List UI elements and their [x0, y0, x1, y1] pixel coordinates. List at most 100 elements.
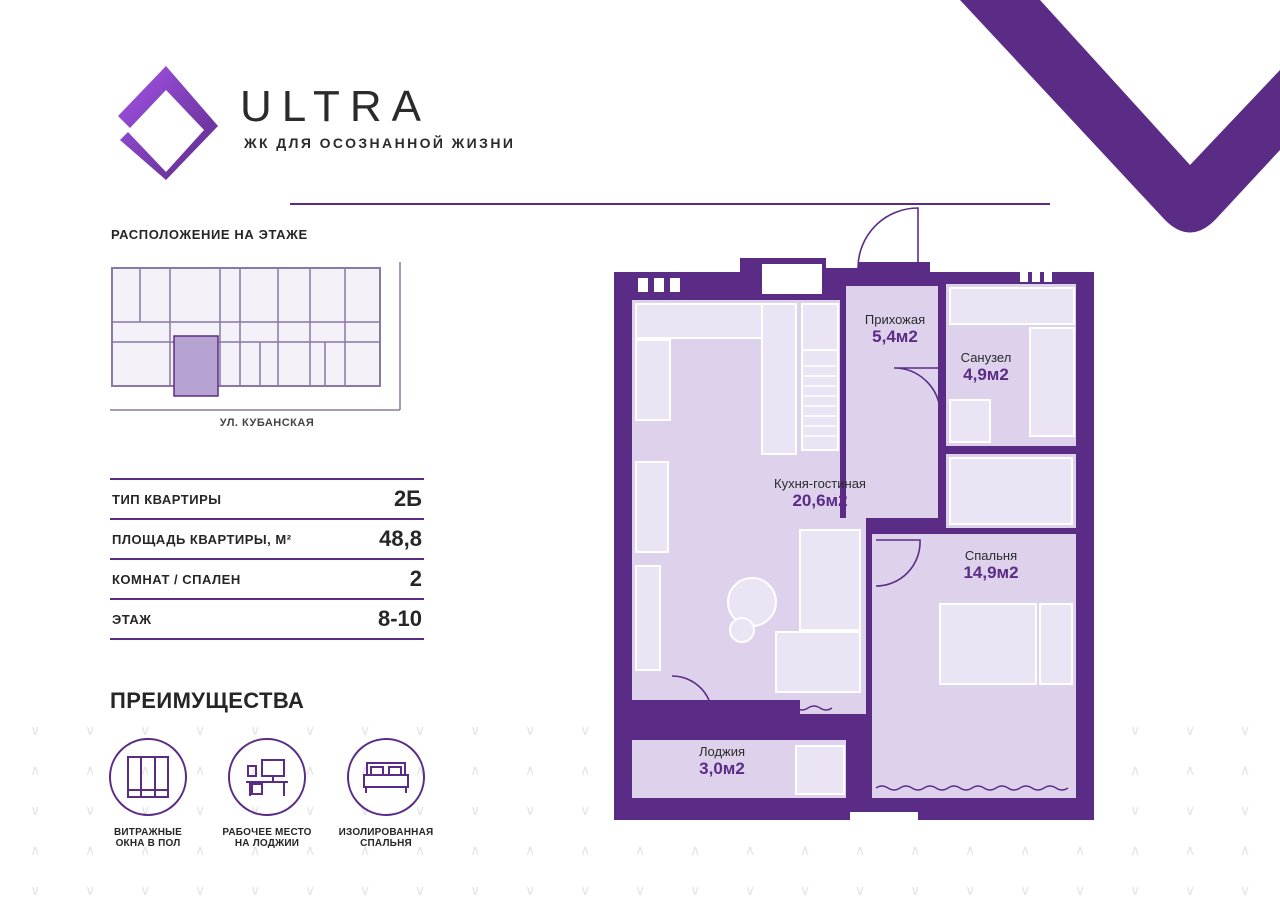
brand-name: ULTRA — [240, 82, 431, 131]
pattern-chevron: ∨ — [1185, 882, 1196, 898]
pattern-chevron: ∧ — [1130, 842, 1141, 858]
room-name: Санузел — [960, 350, 1012, 365]
pattern-chevron: ∨ — [85, 882, 96, 898]
pattern-chevron: ∨ — [1240, 722, 1251, 738]
pattern-chevron: ∨ — [195, 722, 206, 738]
pattern-chevron: ∨ — [1130, 722, 1141, 738]
pattern-chevron: ∧ — [745, 842, 756, 858]
pattern-chevron: ∧ — [415, 842, 426, 858]
spec-value: 2Б — [393, 486, 422, 511]
street-label: УЛ. КУБАНСКАЯ — [219, 417, 315, 429]
pattern-chevron: ∨ — [305, 802, 316, 818]
pattern-chevron: ∨ — [360, 882, 371, 898]
pattern-chevron: ∧ — [690, 842, 701, 858]
pattern-chevron: ∧ — [470, 762, 481, 778]
spec-label: ТИП КВАРТИРЫ — [112, 492, 222, 507]
room-area: 5,4м2 — [872, 327, 918, 346]
pattern-chevron: ∧ — [855, 842, 866, 858]
pattern-chevron: ∧ — [910, 842, 921, 858]
pattern-chevron: ∧ — [525, 762, 536, 778]
pattern-chevron: ∨ — [470, 802, 481, 818]
pattern-chevron: ∧ — [195, 842, 206, 858]
floor-plan-map — [110, 262, 424, 438]
pattern-chevron: ∧ — [580, 762, 591, 778]
pattern-chevron: ∨ — [1130, 802, 1141, 818]
pattern-chevron: ∧ — [965, 842, 976, 858]
brand-swoosh — [960, 0, 1280, 233]
advantage-label: ВИТРАЖНЫЕ — [113, 827, 183, 838]
advantage-label: НА ЛОДЖИИ — [234, 838, 300, 849]
pattern-chevron: ∨ — [1240, 802, 1251, 818]
advantage-label: РАБОЧЕЕ МЕСТО — [222, 827, 312, 838]
pattern-chevron: ∨ — [85, 722, 96, 738]
room-name: Лоджия — [698, 744, 746, 759]
room-name: Спальня — [964, 548, 1018, 563]
pattern-chevron: ∧ — [470, 842, 481, 858]
advantages-title: ПРЕИМУЩЕСТВА — [110, 688, 305, 713]
pattern-chevron: ∨ — [525, 802, 536, 818]
pattern-chevron: ∧ — [800, 842, 811, 858]
ultra-logo-icon — [118, 66, 218, 180]
pattern-chevron: ∧ — [250, 842, 261, 858]
pattern-chevron: ∧ — [195, 762, 206, 778]
pattern-chevron: ∨ — [305, 722, 316, 738]
room-label-kitchen: Кухня-гостиная 20,6м2 — [730, 476, 910, 511]
room-label-bathroom: Санузел 4,9м2 — [936, 350, 1036, 385]
pattern-chevron: ∧ — [1020, 842, 1031, 858]
pattern-chevron: ∨ — [525, 722, 536, 738]
spec-value: 48,8 — [379, 526, 422, 551]
pattern-chevron: ∧ — [1185, 842, 1196, 858]
room-area: 3,0м2 — [699, 759, 745, 778]
workplace-icon — [228, 738, 306, 816]
pattern-chevron: ∨ — [140, 882, 151, 898]
pattern-chevron: ∧ — [30, 762, 41, 778]
pattern-chevron: ∧ — [1240, 842, 1251, 858]
spec-row-rooms: КОМНАТ / СПАЛЕН 2 — [110, 558, 424, 598]
room-area: 4,9м2 — [963, 365, 1009, 384]
pattern-chevron: ∨ — [635, 882, 646, 898]
spec-value: 2 — [409, 566, 422, 591]
advantage-label: ОКНА В ПОЛ — [115, 838, 181, 849]
spec-row-floor: ЭТАЖ 8-10 — [110, 598, 424, 640]
pattern-chevron: ∨ — [1185, 722, 1196, 738]
pattern-chevron: ∨ — [30, 882, 41, 898]
pattern-chevron: ∨ — [690, 882, 701, 898]
apartment-floor-plan — [614, 207, 1094, 820]
spec-value: 8-10 — [377, 606, 422, 631]
pattern-chevron: ∧ — [1130, 762, 1141, 778]
pattern-chevron: ∨ — [580, 802, 591, 818]
pattern-chevron: ∨ — [800, 882, 811, 898]
pattern-chevron: ∨ — [85, 802, 96, 818]
header-divider — [290, 203, 1050, 205]
pattern-chevron: ∧ — [1075, 842, 1086, 858]
window-icon — [109, 738, 187, 816]
brand-tagline: ЖК ДЛЯ ОСОЗНАННОЙ ЖИЗНИ — [244, 135, 516, 151]
bed-icon — [347, 738, 425, 816]
pattern-chevron: ∨ — [525, 882, 536, 898]
pattern-chevron: ∨ — [250, 882, 261, 898]
pattern-chevron: ∨ — [1020, 882, 1031, 898]
pattern-chevron: ∧ — [85, 842, 96, 858]
pattern-chevron: ∧ — [30, 842, 41, 858]
pattern-chevron: ∧ — [635, 842, 646, 858]
pattern-chevron: ∨ — [1185, 802, 1196, 818]
spec-label: ЭТАЖ — [112, 612, 152, 627]
pattern-chevron: ∨ — [415, 722, 426, 738]
advantage-label: ИЗОЛИРОВАННАЯ — [338, 827, 434, 838]
room-area: 14,9м2 — [963, 563, 1019, 582]
pattern-chevron: ∧ — [140, 842, 151, 858]
room-label-hallway: Прихожая 5,4м2 — [840, 312, 950, 347]
pattern-chevron: ∧ — [85, 762, 96, 778]
pattern-chevron: ∨ — [580, 722, 591, 738]
pattern-chevron: ∨ — [1075, 882, 1086, 898]
hallway-room — [846, 286, 938, 518]
room-label-loggia: Лоджия 3,0м2 — [672, 744, 772, 779]
pattern-chevron: ∨ — [580, 882, 591, 898]
spec-label: ПЛОЩАДЬ КВАРТИРЫ, М² — [112, 532, 292, 547]
pattern-chevron: ∨ — [30, 802, 41, 818]
pattern-chevron: ∨ — [855, 882, 866, 898]
pattern-chevron: ∨ — [250, 722, 261, 738]
